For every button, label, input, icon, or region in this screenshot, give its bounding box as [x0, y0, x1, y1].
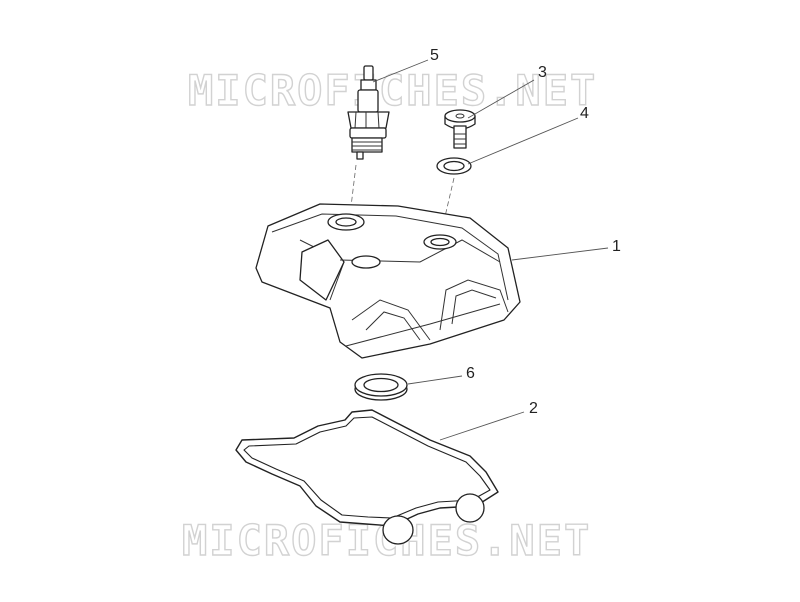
- callout-4: 4: [580, 105, 589, 122]
- leader-3: [467, 79, 535, 119]
- watermark-top: MICROFICHES.NET: [187, 65, 598, 115]
- leader-4: [467, 117, 579, 165]
- callout-6: 6: [466, 365, 475, 382]
- leader-1: [511, 247, 609, 261]
- screw-part: [444, 109, 476, 149]
- leader-2: [439, 411, 525, 441]
- spark-plug-part: [347, 65, 390, 160]
- callout-5: 5: [430, 47, 439, 64]
- callout-2: 2: [529, 400, 538, 417]
- callout-3: 3: [538, 64, 547, 81]
- seal-ring-part: [354, 373, 408, 401]
- cylinder-head-cover-part: [255, 203, 521, 359]
- leader-6: [407, 375, 463, 385]
- gasket-part: [235, 409, 499, 545]
- leader-5: [372, 59, 429, 83]
- washer-part: [436, 157, 472, 175]
- callout-1: 1: [612, 238, 621, 255]
